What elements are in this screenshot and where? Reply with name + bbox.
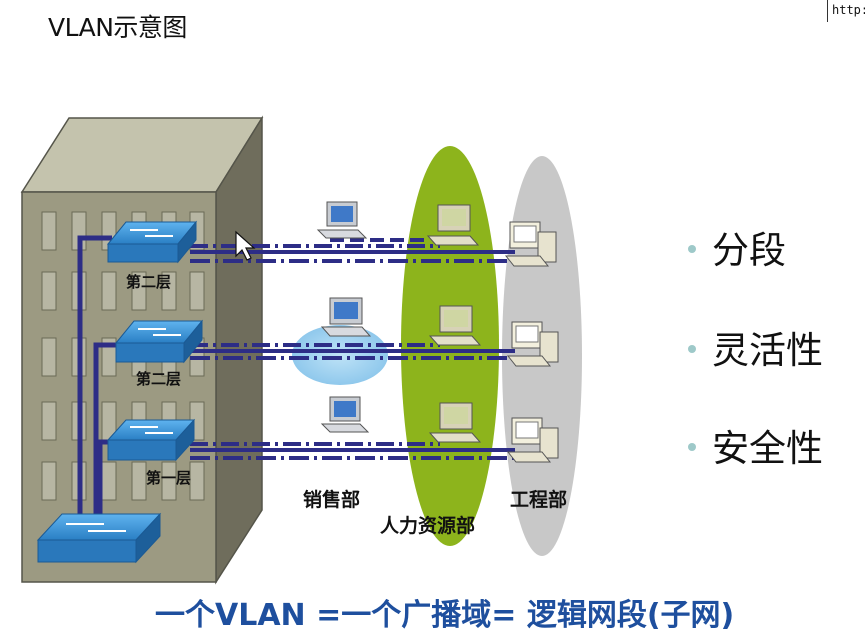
hr-computer-1 xyxy=(426,204,480,246)
switch-core xyxy=(36,512,162,564)
floor-label-top: 第二层 xyxy=(126,273,171,291)
group-label-hr: 人力资源部 xyxy=(380,514,475,537)
bullet-dot xyxy=(688,244,696,253)
group-label-engineering: 工程部 xyxy=(510,488,567,511)
sales-computer-3 xyxy=(320,396,370,433)
engineering-computer-2 xyxy=(506,321,559,367)
sales-computer-1 xyxy=(316,201,368,239)
mouse-cursor-icon xyxy=(235,230,256,261)
hr-computer-3 xyxy=(428,402,482,443)
hr-computer-2 xyxy=(428,305,482,346)
hr-vlan-ellipse xyxy=(401,146,499,546)
group-label-sales: 销售部 xyxy=(303,488,360,511)
bullet-dot xyxy=(688,344,696,353)
uplink-cables xyxy=(77,235,118,540)
switch-middle-floor xyxy=(114,319,204,364)
bullet-label: 分段 xyxy=(712,229,786,272)
bullet-flexibility: 灵活性 xyxy=(688,320,823,374)
engineering-computer-1 xyxy=(504,221,557,267)
floor-label-middle: 第二层 xyxy=(136,370,181,388)
engineering-computer-3 xyxy=(506,417,559,463)
bullet-label: 安全性 xyxy=(712,427,823,470)
floor-label-bottom: 第一层 xyxy=(146,469,191,487)
bullet-dot xyxy=(688,442,696,451)
switch-bottom-floor xyxy=(106,418,196,462)
vlan-links xyxy=(190,238,540,460)
bullet-segmentation: 分段 xyxy=(688,220,786,274)
switch-top-floor xyxy=(106,220,198,264)
bullet-security: 安全性 xyxy=(688,418,823,472)
slide-title: VLAN示意图 xyxy=(48,13,187,42)
bullet-label: 灵活性 xyxy=(712,329,823,372)
sales-computer-2 xyxy=(320,297,372,337)
url-fragment: http: xyxy=(827,0,865,22)
sales-vlan-ellipse xyxy=(292,325,388,385)
bottom-caption: 一个VLAN =一个广播域= 逻辑网段(子网) xyxy=(155,598,735,633)
